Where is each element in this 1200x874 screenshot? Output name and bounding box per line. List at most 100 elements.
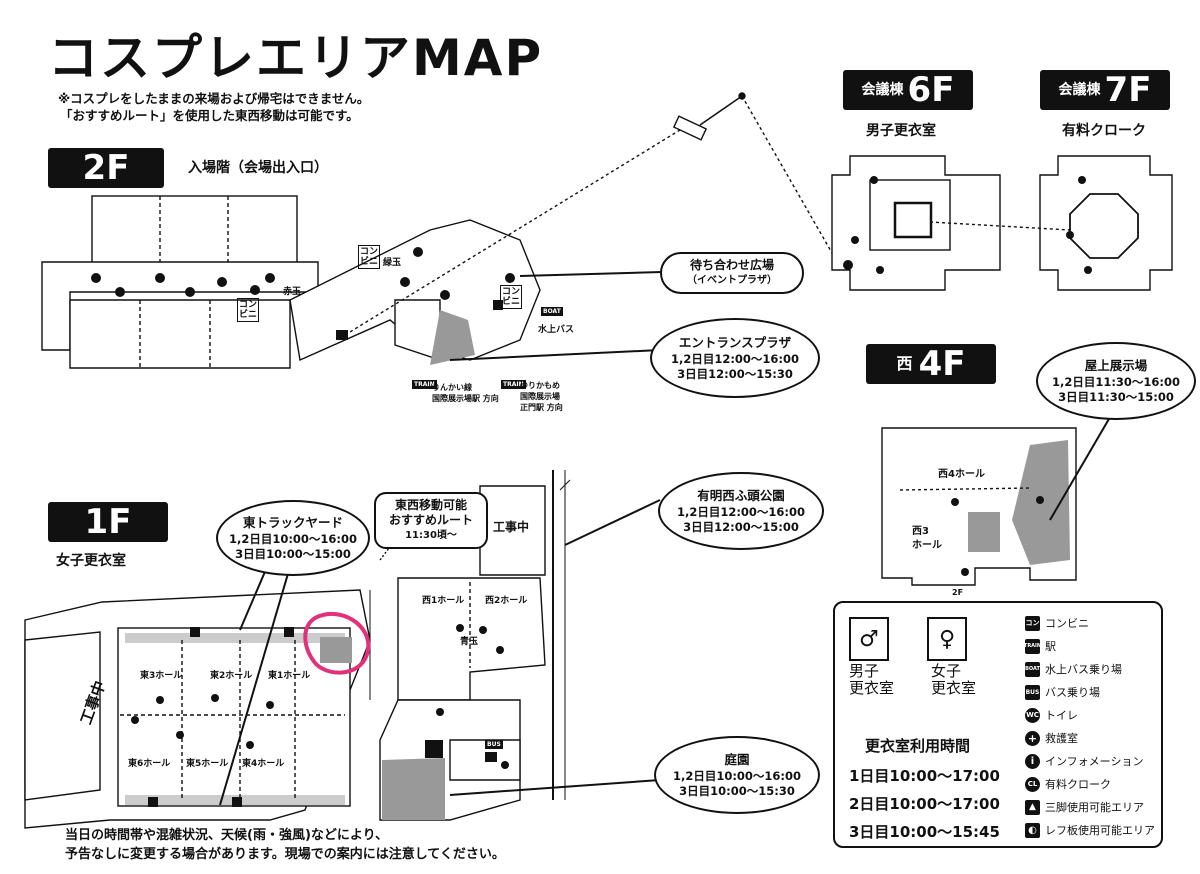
legend-label-info: インフォメーション [1045,755,1144,768]
legend-item-toilet: WC トイレ [1025,707,1078,723]
hall-west4-label: 西4ホール [938,469,985,480]
train-station-icon: TRAIN [1024,638,1041,654]
konbini-icon-2f-b: コンビニ [237,298,260,322]
floor-badge-2f: 2F [48,148,164,188]
konbini-icon-2f-a: コンビニ [358,245,381,269]
hall-east6-label: 東6ホール [128,759,171,769]
midori-tama-label: 緑玉 [383,258,402,268]
legend-item-info: i インフォメーション [1025,753,1143,769]
notice-line-2: 「おすすめルート」を使用した東西移動は可能です。 [60,108,359,123]
floor-6f-subtitle: 男子更衣室 [866,123,936,139]
boat-icon: BOAT [541,307,563,316]
stair-2f-label: 2F [952,588,964,597]
male-changing-room-label: 男子 更衣室 [849,663,894,697]
hours-day3: 3日目10:00～15:45 [849,823,1000,841]
legend-label-toilet: トイレ [1045,709,1078,722]
hall-east5-label: 東5ホール [186,759,229,769]
callout-ariake-line2: 3日目12:00～15:00 [683,519,799,534]
callout-rooftop-line1: 1,2日目11:30～16:00 [1051,374,1181,389]
hall-west3-label-2: ホール [912,540,942,551]
hall-east1-label: 東1ホール [268,671,311,681]
female-changing-room-icon: ♀ [927,617,967,661]
floor-4f-prefix: 西 [896,354,913,373]
first-aid-icon: + [1025,730,1040,746]
konbini-icon: コン [1025,615,1040,631]
konbini-a-1: コン [360,247,379,257]
bus-icon: BUS [485,740,503,749]
male-label-2: 更衣室 [849,679,895,697]
callout-rooftop-title: 屋上展示場 [1084,357,1148,373]
callout-ariake-park: 有明西ふ頭公園 1,2日目12:00～16:00 3日目12:00～15:00 [658,472,824,550]
hours-day2: 2日目10:00～17:00 [849,795,1000,813]
hours-day1: 1日目10:00～17:00 [849,767,1000,785]
hall-west3-label: 西3 [912,526,929,537]
callout-entrance-line2: 3日目12:00～15:30 [677,366,793,381]
callout-east-track-line1: 1,2日目10:00～16:00 [228,531,358,546]
train-icon-yurikamome: TRAIN [501,380,526,389]
yurikamome-line-1: ゆりかもめ [520,381,560,390]
yurikamome-line-2: 国際展示場 [520,392,560,401]
rinkai-line-2: 国際展示場駅 方向 [432,394,499,403]
legend-label-first-aid: 救護室 [1045,732,1078,745]
rinkai-line-label: りんかい線 国際展示場駅 方向 [432,382,499,404]
page-title: コスプレエリアMAP [48,29,544,87]
konbini-c-1: コン [502,287,521,297]
ao-tama-label: 青玉 [460,637,479,647]
callout-rooftop: 屋上展示場 1,2日目11:30～16:00 3日目11:30～15:00 [1036,342,1196,420]
legend-label-station: 駅 [1045,640,1056,653]
aka-tama-label: 赤玉 [283,287,302,297]
konbini-a-2: ビニ [360,257,379,267]
hall-west1-label: 西1ホール [422,596,465,606]
callout-route-line1: 東西移動可能 [394,498,467,512]
floor-7f-prefix: 会議棟 [1058,82,1101,98]
floor-1f-subtitle: 女子更衣室 [56,553,126,569]
legend-panel: ♂ ♀ 男子 更衣室 女子 更衣室 更衣室利用時間 1日目10:00～17:00… [833,601,1163,848]
callout-entrance-title: エントランスプラザ [678,334,792,350]
yurikamome-label: ゆりかもめ 国際展示場 正門駅 方向 [520,380,563,413]
callout-east-track-title: 東トラックヤード [242,514,343,530]
legend-item-reflector: ◐ レフ板使用可能エリア [1025,822,1155,838]
female-changing-room-label: 女子 更衣室 [931,663,976,697]
boat-icon-legend: BOAT [1025,661,1040,677]
floor-badge-6f: 会議棟 6F [843,70,973,110]
reflector-icon: ◐ [1025,822,1040,838]
callout-route-line3: 11:30頃～ [405,530,457,541]
male-label-1: 男子 [849,662,880,680]
male-changing-room-icon: ♂ [849,617,889,661]
callout-east-track-line2: 3日目10:00～15:00 [235,546,351,561]
floor-6f-number: 6F [907,70,955,110]
legend-item-first-aid: + 救護室 [1025,730,1078,746]
notice-line-1: ※コスプレをしたままの来場および帰宅はできません。 [58,91,370,106]
floor-badge-west4f: 西 4F [866,344,996,384]
legend-label-konbini: コンビニ [1045,617,1089,630]
konbini-b-2: ビニ [239,310,258,320]
callout-ariake-title: 有明西ふ頭公園 [697,487,785,503]
legend-label-cloak: 有料クローク [1045,778,1111,791]
callout-teien-line2: 3日目10:00～15:30 [679,783,795,798]
legend-label-reflector: レフ板使用可能エリア [1045,824,1155,837]
footer-line-2: 予告なしに変更する場合があります。現場での案内には注意してください。 [65,847,505,862]
hall-east3-label: 東3ホール [140,671,183,681]
legend-item-station: TRAIN 駅 [1024,638,1056,654]
legend-item-tripod: ▲三脚使用可能エリア [1025,799,1144,815]
floor-2f-subtitle: 入場階（会場出入口） [188,160,328,176]
callout-machiawase-title: 待ち合わせ広場 [689,258,774,272]
callout-entrance-plaza: エントランスプラザ 1,2日目12:00～16:00 3日目12:00～15:3… [650,318,820,398]
konbini-c-2: ビニ [502,297,521,307]
floor-4f-number: 4F [918,344,966,384]
callout-machiawase-sub: （イベントプラザ） [687,275,777,286]
floor-badge-1f: 1F [48,502,168,542]
toilet-icon: WC [1025,707,1040,723]
footer-line-1: 当日の時間帯や混雑状況、天候(雨・強風)などにより、 [65,828,389,843]
hall-west2-label: 西2ホール [485,596,528,606]
footer-notice: 当日の時間帯や混雑状況、天候(雨・強風)などにより、 予告なしに変更する場合があ… [65,826,505,864]
info-icon: i [1025,753,1040,769]
callout-teien: 庭園 1,2日目10:00～16:00 3日目10:00～15:30 [654,736,820,814]
callout-recommended-route: 東西移動可能 おすすめルート 11:30頃～ [374,492,488,549]
notice-text: ※コスプレをしたままの来場および帰宅はできません。 「おすすめルート」を使用した… [58,90,369,124]
legend-item-konbini: コンコンビニ [1025,615,1089,631]
